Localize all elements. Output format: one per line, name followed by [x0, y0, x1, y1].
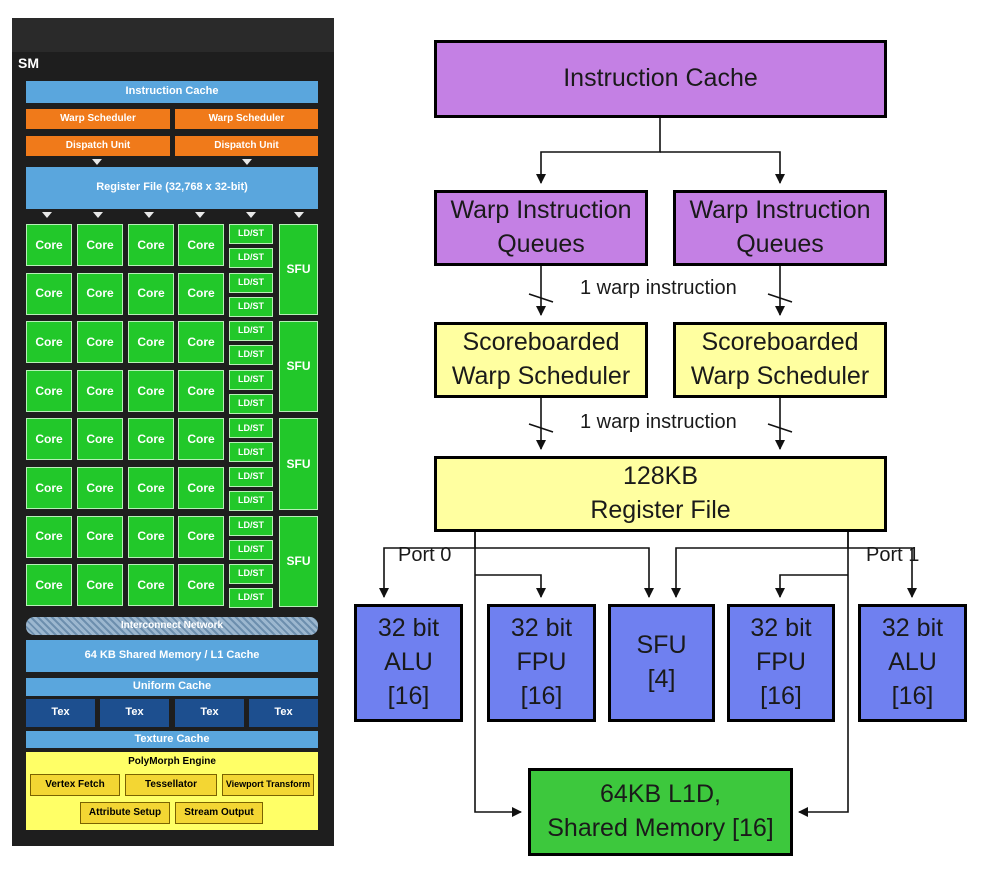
fpu-unit-right: 32 bit FPU [16] — [727, 604, 835, 722]
sm-shared-memory: 64 KB Shared Memory / L1 Cache — [26, 640, 318, 672]
down-arrow-icon — [93, 212, 103, 218]
core-unit: Core — [178, 321, 224, 364]
down-arrow-icon — [294, 212, 304, 218]
core-unit: Core — [128, 418, 174, 461]
alu-unit-left: 32 bit ALU [16] — [354, 604, 463, 722]
ldst-unit: LD/ST — [229, 369, 273, 390]
core-unit: Core — [128, 321, 174, 364]
ldst-unit: LD/ST — [229, 515, 273, 536]
core-unit: Core — [77, 467, 123, 509]
polymorph-title: PolyMorph Engine — [26, 754, 318, 770]
ldst-unit: LD/ST — [229, 491, 273, 511]
ldst-unit: LD/ST — [229, 296, 273, 317]
sfu-unit: SFU — [279, 321, 318, 413]
core-unit: Core — [26, 515, 72, 558]
core-unit: Core — [178, 224, 224, 266]
warp-instruction-queue-left: Warp Instruction Queues — [434, 190, 648, 266]
sm-title: SM — [18, 55, 39, 71]
tessellator: Tessellator — [125, 774, 217, 796]
core-unit: Core — [77, 272, 123, 315]
tex-unit: Tex — [249, 699, 318, 727]
core-unit: Core — [178, 467, 224, 509]
core-unit: Core — [77, 418, 123, 461]
sm-header-bar — [12, 18, 334, 52]
viewport-transform: Viewport Transform — [222, 774, 314, 796]
core-unit: Core — [178, 564, 224, 607]
ldst-unit: LD/ST — [229, 418, 273, 439]
fpu-unit-left: 32 bit FPU [16] — [487, 604, 596, 722]
sfu-unit: SFU [4] — [608, 604, 715, 722]
core-unit: Core — [77, 321, 123, 364]
core-unit: Core — [128, 272, 174, 315]
uniform-cache: Uniform Cache — [26, 678, 318, 696]
ldst-unit: LD/ST — [229, 321, 273, 342]
sm-instruction-cache: Instruction Cache — [26, 81, 318, 103]
core-unit: Core — [178, 418, 224, 461]
core-unit: Core — [77, 224, 123, 266]
ldst-unit: LD/ST — [229, 345, 273, 366]
core-unit: Core — [26, 272, 72, 315]
warp-instruction-queue-right: Warp Instruction Queues — [673, 190, 887, 266]
core-unit: Core — [128, 369, 174, 412]
tex-unit: Tex — [175, 699, 244, 727]
core-unit: Core — [178, 515, 224, 558]
ldst-unit: LD/ST — [229, 564, 273, 585]
core-unit: Core — [178, 369, 224, 412]
down-arrow-icon — [242, 159, 252, 165]
core-unit: Core — [178, 272, 224, 315]
scoreboarded-warp-scheduler-left: Scoreboarded Warp Scheduler — [434, 322, 648, 398]
ldst-unit: LD/ST — [229, 224, 273, 244]
stream-output: Stream Output — [175, 802, 263, 824]
down-arrow-icon — [92, 159, 102, 165]
tex-unit: Tex — [26, 699, 95, 727]
scoreboarded-warp-scheduler-right: Scoreboarded Warp Scheduler — [673, 322, 887, 398]
core-unit: Core — [26, 467, 72, 509]
core-unit: Core — [26, 564, 72, 607]
core-unit: Core — [77, 515, 123, 558]
ldst-unit: LD/ST — [229, 393, 273, 414]
core-unit: Core — [128, 467, 174, 509]
tex-unit: Tex — [100, 699, 169, 727]
attribute-setup: Attribute Setup — [80, 802, 170, 824]
down-arrow-icon — [42, 212, 52, 218]
dispatch-unit-1: Dispatch Unit — [26, 136, 170, 156]
vertex-fetch: Vertex Fetch — [30, 774, 120, 796]
core-unit: Core — [128, 224, 174, 266]
warp-instruction-label: 1 warp instruction — [580, 277, 737, 299]
warp-instruction-label: 1 warp instruction — [580, 411, 737, 433]
ldst-unit: LD/ST — [229, 588, 273, 609]
down-arrow-icon — [144, 212, 154, 218]
sm-register-file: Register File (32,768 x 32-bit) — [26, 167, 318, 209]
core-unit: Core — [26, 369, 72, 412]
core-unit: Core — [77, 369, 123, 412]
down-arrow-icon — [246, 212, 256, 218]
down-arrow-icon — [195, 212, 205, 218]
sfu-unit: SFU — [279, 418, 318, 510]
ldst-unit: LD/ST — [229, 467, 273, 487]
interconnect-network: Interconnect Network — [26, 617, 318, 635]
core-unit: Core — [26, 321, 72, 364]
core-unit: Core — [128, 515, 174, 558]
ldst-unit: LD/ST — [229, 539, 273, 560]
register-file-block: 128KB Register File — [434, 456, 887, 532]
core-unit: Core — [128, 564, 174, 607]
alu-unit-right: 32 bit ALU [16] — [858, 604, 967, 722]
texture-cache: Texture Cache — [26, 731, 318, 748]
ldst-unit: LD/ST — [229, 248, 273, 268]
sfu-unit: SFU — [279, 515, 318, 607]
port-0-label: Port 0 — [398, 544, 452, 566]
core-unit: Core — [77, 564, 123, 607]
core-unit: Core — [26, 418, 72, 461]
warp-scheduler-1: Warp Scheduler — [26, 109, 170, 129]
ldst-unit: LD/ST — [229, 442, 273, 463]
instruction-cache-block: Instruction Cache — [434, 40, 887, 118]
dispatch-unit-2: Dispatch Unit — [175, 136, 318, 156]
ldst-unit: LD/ST — [229, 272, 273, 293]
l1d-shared-memory-block: 64KB L1D, Shared Memory [16] — [528, 768, 793, 856]
warp-scheduler-2: Warp Scheduler — [175, 109, 318, 129]
port-1-label: Port 1 — [866, 544, 920, 566]
core-unit: Core — [26, 224, 72, 266]
sfu-unit: SFU — [279, 224, 318, 316]
